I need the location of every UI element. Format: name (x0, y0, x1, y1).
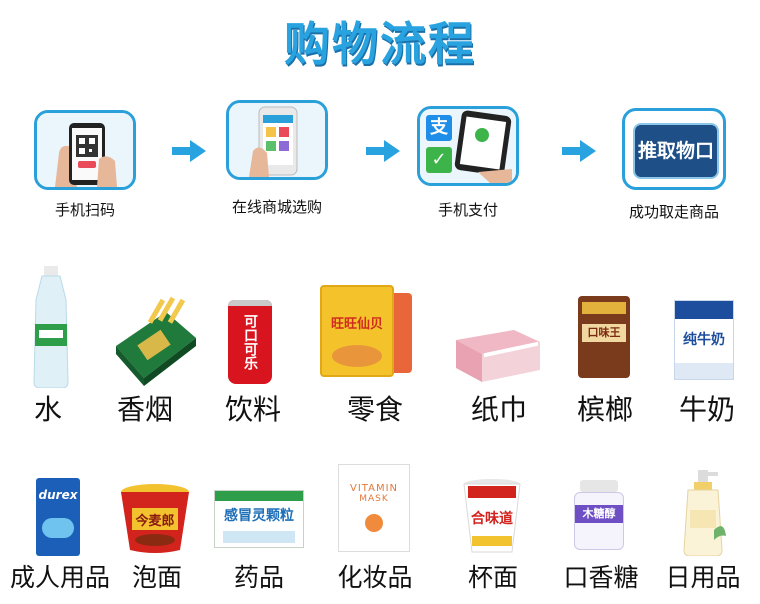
page-title: 购物流程 (284, 17, 476, 71)
snack-bag-text: 旺旺仙贝 (330, 317, 383, 332)
mask-pack-text: VITAMIN (349, 483, 399, 494)
water-bottle-icon (33, 266, 69, 388)
product-label-water: 水 (33, 393, 62, 426)
pickup-port-sign: 推取物口 (637, 140, 714, 162)
product-label-betel-nut: 槟榔 (576, 393, 633, 426)
product-label-snacks: 零食 (346, 393, 403, 426)
arrow-right-icon (562, 140, 596, 162)
alipay-badge: 支 (426, 115, 452, 141)
tissue-pack-icon (456, 330, 540, 382)
step-pickup-box: 推取物口 (622, 108, 726, 190)
phone-scan-qr-icon (37, 113, 133, 187)
cup-noodle-icon (463, 479, 521, 553)
wechat-pay-badge: ✓ (426, 147, 452, 173)
arrow-right-icon (366, 140, 400, 162)
step-pay-box: 支 ✓ (417, 106, 519, 186)
step-shop-label: 在线商城选购 (231, 198, 322, 216)
pickup-port-icon: 推取物口 (633, 123, 719, 179)
product-label-medicine: 药品 (233, 563, 284, 592)
product-label-cigarettes: 香烟 (116, 393, 173, 426)
product-label-drinks: 饮料 (224, 393, 281, 426)
milk-carton-icon: 纯牛奶 (674, 300, 734, 380)
condom-box-icon: durex (36, 478, 80, 556)
lotion-bottle-icon (683, 470, 726, 556)
product-label-noodles: 泡面 (131, 563, 182, 592)
can-brand-text: 可口可乐 (242, 314, 258, 370)
step-pickup-label: 成功取走商品 (628, 203, 719, 221)
product-label-tissue: 纸巾 (470, 393, 527, 426)
medicine-box-text: 感冒灵颗粒 (224, 508, 294, 524)
gum-bottle-text: 木糖醇 (575, 505, 623, 523)
phone-shopping-icon (229, 103, 325, 177)
cigarette-pack-icon (116, 296, 196, 386)
mobile-payment-icon: 支 ✓ (420, 109, 516, 183)
product-label-milk: 牛奶 (678, 393, 735, 426)
product-label-cup-noodles: 杯面 (467, 563, 518, 592)
product-label-daily-goods: 日用品 (665, 563, 741, 592)
cosmetic-mask-icon: VITAMIN MASK (338, 464, 410, 552)
arrow-right-icon (172, 140, 206, 162)
snack-bag-icon: 旺旺仙贝 (320, 285, 412, 377)
medicine-box-icon: 感冒灵颗粒 (214, 490, 304, 548)
milk-carton-text: 纯牛奶 (683, 332, 725, 348)
step-scan-box (34, 110, 136, 190)
condom-box-text: durex (38, 488, 78, 502)
soda-can-icon: 可口可乐 (228, 300, 272, 384)
gum-bottle-icon: 木糖醇 (574, 480, 624, 552)
cup-noodle-text: 合味道 (471, 511, 513, 527)
betel-nut-bag-icon: 口味王 (578, 296, 630, 378)
step-scan-label: 手机扫码 (54, 201, 115, 219)
product-label-cosmetics: 化妆品 (337, 563, 413, 592)
step-shop-box (226, 100, 328, 180)
product-label-adult: 成人用品 (10, 563, 111, 592)
betel-bag-text: 口味王 (582, 324, 626, 342)
product-label-gum: 口香糖 (563, 563, 639, 592)
instant-noodle-bowl-icon (121, 484, 189, 553)
step-pay-label: 手机支付 (437, 201, 498, 219)
mask-pack-sub: MASK (359, 494, 389, 504)
noodle-bowl-text: 今麦郎 (135, 514, 175, 529)
